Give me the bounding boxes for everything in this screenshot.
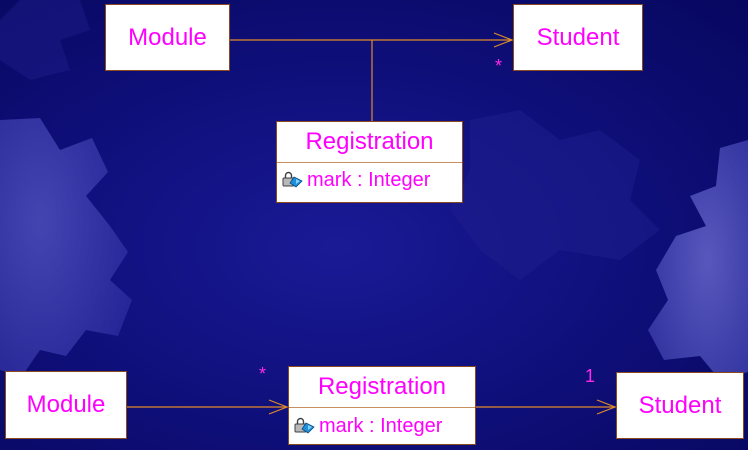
top-association-arrowhead xyxy=(493,32,514,48)
bottom-registration-class[interactable]: Registration mark : Integer xyxy=(288,366,476,445)
left-gear-shape xyxy=(0,118,132,376)
bottom-registration-name: Registration xyxy=(289,367,475,408)
registration-student-arrowhead xyxy=(596,399,617,415)
top-student-class[interactable]: Student xyxy=(513,4,643,71)
top-student-label: Student xyxy=(536,23,620,51)
bottom-module-label: Module xyxy=(26,391,106,418)
bottom-registration-multiplicity: * xyxy=(259,364,267,384)
bottom-student-label: Student xyxy=(638,391,722,419)
private-attribute-icon xyxy=(282,171,303,188)
bottom-registration-attribute-text: mark : Integer xyxy=(319,415,443,437)
bottom-student-class[interactable]: Student xyxy=(616,372,744,439)
bottom-student-multiplicity: 1 xyxy=(585,366,596,386)
faint-gear-shape xyxy=(450,110,660,280)
bottom-registration-attribute: mark : Integer xyxy=(289,408,475,444)
bottom-module-class[interactable]: Module xyxy=(5,371,127,439)
top-registration-attribute: mark : Integer xyxy=(277,163,462,197)
top-student-multiplicity: * xyxy=(495,56,503,76)
top-registration-name: Registration xyxy=(277,122,462,163)
top-registration-association-class[interactable]: Registration mark : Integer xyxy=(276,121,463,203)
right-gear-shape xyxy=(648,140,748,380)
top-module-label: Module xyxy=(128,23,207,51)
faint-gear-shape-2 xyxy=(0,0,90,80)
module-registration-arrowhead xyxy=(268,399,289,415)
top-registration-attribute-text: mark : Integer xyxy=(307,169,431,191)
top-module-class[interactable]: Module xyxy=(105,4,230,71)
private-attribute-icon xyxy=(294,417,315,434)
